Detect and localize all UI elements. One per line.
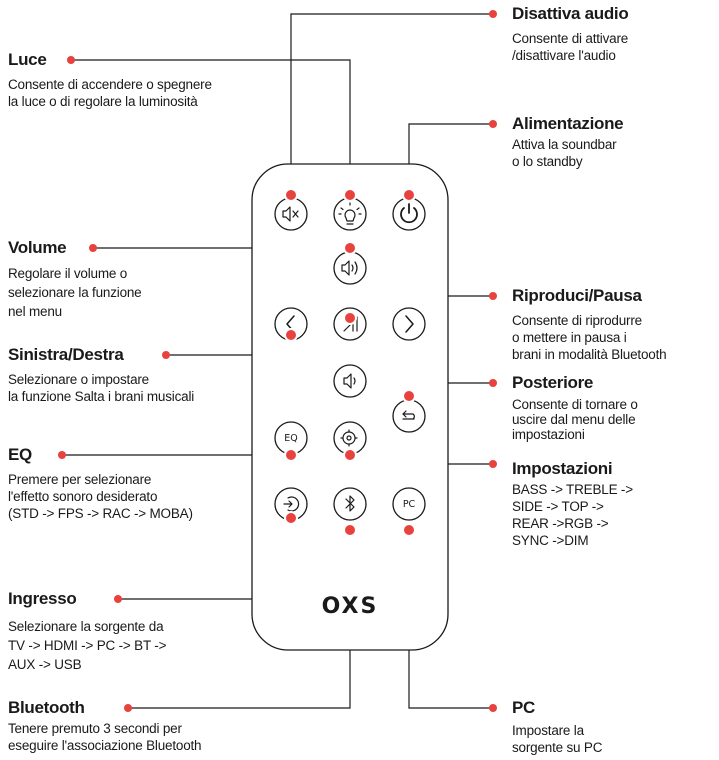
callout-disattiva-audio: Disattiva audio Consente di attivare /di…: [512, 4, 629, 64]
dot-back: [402, 389, 416, 403]
dot-light: [343, 188, 357, 202]
power-icon: [400, 203, 418, 224]
end-dot-posteriore: [489, 379, 497, 387]
callout-title: PC: [512, 698, 536, 717]
callout-title: Riproduci/Pausa: [512, 286, 642, 305]
speaker-mute-icon: [282, 206, 299, 222]
end-dot-alimentazione: [489, 120, 497, 128]
callout-eq: EQ Premere per selezionare l'effetto son…: [8, 445, 193, 522]
dot-left: [284, 328, 298, 342]
callout-title: EQ: [8, 445, 32, 464]
callout-desc: Premere per selezionare l'effetto sonoro…: [8, 472, 193, 521]
dot-input: [284, 511, 298, 525]
pc-button[interactable]: [392, 487, 426, 521]
callout-desc: Regolare il volume o selezionare la funz…: [8, 266, 142, 319]
callout-title: Disattiva audio: [512, 4, 629, 23]
callout-title: Sinistra/Destra: [8, 345, 124, 364]
callout-pc: PC Impostare la sorgente su PC: [512, 698, 602, 756]
callout-volume: Volume Regolare il volume o selezionare …: [8, 238, 142, 321]
mute-button[interactable]: [274, 197, 308, 231]
input-source-icon: [283, 496, 300, 512]
callout-alimentazione: Alimentazione Attiva la soundbar o lo st…: [512, 114, 624, 170]
power-button[interactable]: [392, 197, 426, 231]
callout-bluetooth: Bluetooth Tenere premuto 3 secondi per e…: [8, 698, 202, 754]
callout-title: Bluetooth: [8, 698, 85, 717]
line-mute: [290, 13, 493, 195]
volume-up-button[interactable]: [333, 251, 367, 285]
callout-sinistra-destra: Sinistra/Destra Selezionare o impostare …: [8, 345, 194, 405]
callout-ingresso: Ingresso Selezionare la sorgente da TV -…: [8, 589, 166, 674]
right-button[interactable]: [392, 307, 426, 341]
callout-desc: Consente di attivare /disattivare l'audi…: [512, 31, 629, 63]
end-dot-disattiva: [489, 10, 497, 18]
pc-button-label: PC: [403, 499, 416, 510]
back-button[interactable]: [392, 399, 426, 433]
callout-desc: Selezionare o impostare la funzione Salt…: [8, 372, 195, 404]
callout-desc: Tenere premuto 3 secondi per eseguire l'…: [8, 721, 202, 753]
callout-desc: BASS -> TREBLE -> SIDE -> TOP -> REAR ->…: [512, 482, 633, 548]
dot-settings: [343, 448, 357, 462]
callout-title: Alimentazione: [512, 114, 624, 133]
callout-desc: Attiva la soundbar o lo standby: [512, 137, 617, 169]
end-dot-luce: [67, 56, 75, 64]
brand-logo: OXS: [322, 594, 379, 619]
callout-desc: Impostare la sorgente su PC: [512, 723, 603, 755]
callout-title: Posteriore: [512, 373, 594, 392]
eq-button-label: EQ: [284, 433, 297, 444]
end-dot-ingresso: [114, 595, 122, 603]
callout-posteriore: Posteriore Consente di tornare o uscire …: [512, 373, 638, 442]
dot-pc: [402, 523, 416, 537]
settings-icon: [340, 429, 358, 447]
dot-bluetooth: [343, 523, 357, 537]
callout-impostazioni: Impostazioni BASS -> TREBLE -> SIDE -> T…: [512, 459, 633, 549]
callout-desc: Consente di riprodurre o mettere in paus…: [512, 313, 667, 362]
remote-body: [251, 163, 449, 651]
bluetooth-icon: [345, 495, 355, 512]
dot-mute: [284, 188, 298, 202]
volume-down-button[interactable]: [333, 364, 367, 398]
callout-luce: Luce Consente di accendere o spegnere la…: [8, 50, 212, 110]
speaker-volume-icon: [341, 260, 358, 276]
callout-title: Volume: [8, 238, 67, 257]
callout-desc: Consente di accendere o spegnere la luce…: [8, 77, 212, 109]
speaker-low-icon: [343, 373, 356, 389]
dot-power: [402, 188, 416, 202]
end-dot-bluetooth: [124, 704, 132, 712]
callout-title: Luce: [8, 50, 47, 69]
callout-riproduci-pausa: Riproduci/Pausa Consente di riprodurre o…: [512, 286, 667, 363]
end-dot-eq: [58, 451, 66, 459]
dot-play: [343, 311, 357, 325]
callout-desc: Consente di tornare o uscire dal menu de…: [512, 397, 638, 442]
end-dot-volume: [89, 244, 97, 252]
callout-title: Ingresso: [8, 589, 77, 608]
callout-title: Impostazioni: [512, 459, 613, 478]
callout-desc: Selezionare la sorgente da TV -> HDMI ->…: [8, 619, 167, 672]
end-dot-pc: [489, 704, 497, 712]
dot-eq: [284, 448, 298, 462]
end-dot-riproduci: [489, 292, 497, 300]
line-light: [71, 59, 351, 195]
chevron-right-icon: [405, 315, 414, 333]
dot-volume: [343, 241, 357, 255]
end-dot-sinistra: [162, 351, 170, 359]
return-icon: [402, 410, 415, 420]
bulb-icon: [338, 202, 362, 225]
end-dot-impostazioni: [489, 460, 497, 468]
